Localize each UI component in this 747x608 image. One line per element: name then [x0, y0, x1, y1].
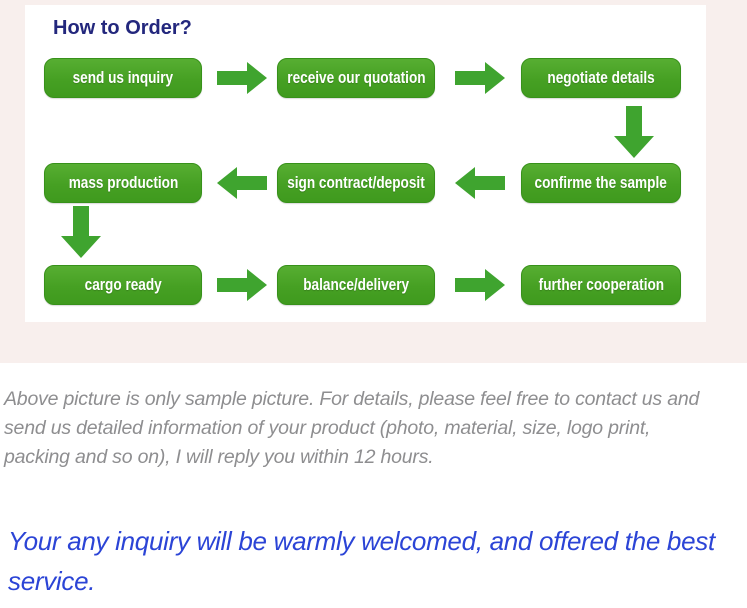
- arrow-right-icon: [455, 62, 505, 94]
- arrow-down-icon: [614, 106, 654, 158]
- note-line: packing and so on), I will reply you wit…: [4, 446, 434, 468]
- arrow-left-icon: [455, 167, 505, 199]
- flow-step-label: balance/delivery: [303, 275, 409, 294]
- flow-step-label: send us inquiry: [72, 68, 174, 87]
- flow-step-label: confirme the sample: [534, 173, 668, 192]
- flow-step-sign-contract-deposit: sign contract/deposit: [277, 163, 435, 203]
- flow-step-mass-production: mass production: [44, 163, 202, 203]
- sample-picture-frame: How to Order? send us inquiry receive ou…: [0, 0, 747, 363]
- arrow-right-icon: [455, 269, 505, 301]
- arrow-left-icon: [217, 167, 267, 199]
- note-line: Above picture is only sample picture. Fo…: [4, 388, 700, 410]
- welcome-line: Your any inquiry will be warmly welcomed…: [8, 526, 715, 556]
- note-line: send us detailed information of your pro…: [4, 417, 651, 439]
- flow-step-label: cargo ready: [84, 275, 162, 294]
- sample-picture-note: Above picture is only sample picture. Fo…: [4, 385, 699, 472]
- flow-step-label: receive our quotation: [286, 68, 426, 87]
- flow-step-receive-our-quotation: receive our quotation: [277, 58, 435, 98]
- flow-step-cargo-ready: cargo ready: [44, 265, 202, 305]
- flow-step-label: negotiate details: [547, 68, 655, 87]
- arrow-down-icon: [61, 206, 101, 258]
- flow-step-negotiate-details: negotiate details: [521, 58, 681, 98]
- flow-step-balance-delivery: balance/delivery: [277, 265, 435, 305]
- flow-step-further-cooperation: further cooperation: [521, 265, 681, 305]
- flowchart-title: How to Order?: [53, 17, 192, 39]
- arrow-right-icon: [217, 62, 267, 94]
- welcome-message: Your any inquiry will be warmly welcomed…: [8, 521, 715, 601]
- flow-step-send-us-inquiry: send us inquiry: [44, 58, 202, 98]
- flow-step-label: further cooperation: [538, 275, 664, 294]
- flow-step-confirme-the-sample: confirme the sample: [521, 163, 681, 203]
- arrow-right-icon: [217, 269, 267, 301]
- flow-step-label: sign contract/deposit: [287, 173, 425, 192]
- flow-step-label: mass production: [68, 173, 178, 192]
- order-flowchart: How to Order? send us inquiry receive ou…: [25, 5, 706, 322]
- welcome-line: service.: [8, 566, 96, 596]
